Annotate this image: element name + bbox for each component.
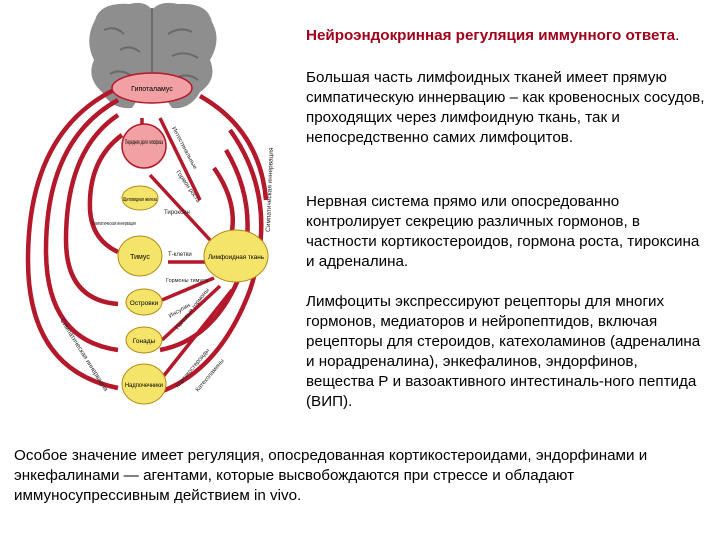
lymphoid-tissue-label: Лимфоидная ткань [208, 254, 265, 261]
thyroid-label: Щитовидная железа [123, 197, 158, 203]
islets-label: Островки [130, 300, 159, 307]
slide-title-text: Нейроэндокринная регуляция иммунного отв… [306, 27, 676, 44]
gonads-node [125, 326, 163, 354]
left-arrows [25, 85, 124, 391]
slide-title: Нейроэндокринная регуляция иммунного отв… [306, 26, 706, 46]
lymphoid-tissue-node [203, 229, 269, 283]
thyroxine-label: Тироксин [164, 210, 190, 216]
slide-title-dot: . [675, 27, 680, 44]
thymus-hormones-label: Гормоны тимуса [166, 278, 209, 284]
adrenal-node [121, 363, 167, 405]
thymus-node [117, 235, 163, 277]
thyroid-node [121, 185, 159, 211]
pituitary-node [121, 123, 167, 169]
hypothalamus-label: Гипоталамус [131, 86, 173, 93]
paragraph-1: Большая часть лимфоидных тканей имеет пр… [306, 69, 705, 146]
sympathetic-right-label: Симпатическая иннервация [265, 147, 275, 232]
pituitary-label: Передняя доля гипофиза [125, 140, 163, 146]
islets-node [125, 288, 163, 316]
thymus-label: Тимус [130, 254, 150, 261]
sympathetic-small-label: Симпатическая иннервация [92, 221, 136, 227]
neuroendocrine-diagram: Гипоталамус Передняя доля гипофиза Щитов… [25, 2, 275, 405]
hypothalamus-node [111, 72, 193, 104]
tcells-label: Т-клетки [168, 252, 192, 258]
paragraph-3: Лимфоциты экспрессируют рецепторы для мн… [306, 293, 701, 410]
paragraph-2: Нервная система прямо или опосредованно … [306, 193, 700, 270]
adrenal-label: Надпочечники [125, 383, 163, 389]
bottom-paragraph: Особое значение имеет регуляция, опосред… [14, 447, 648, 504]
sympathetic-left-label: Симпатическая иннервация [58, 317, 109, 393]
gonads-label: Гонады [133, 338, 156, 345]
